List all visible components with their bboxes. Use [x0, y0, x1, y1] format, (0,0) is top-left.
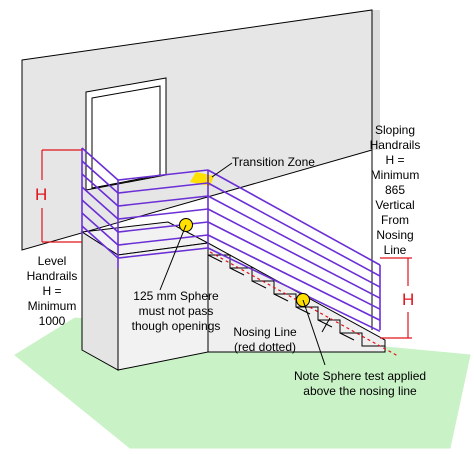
sloping-handrails-label: Sloping Handrails H = Minimum 865 Vertic…: [370, 123, 421, 257]
sphere-label: 125 mm Sphere must not pass though openi…: [132, 289, 221, 333]
back-wall-left: [21, 9, 373, 251]
svg-text:Vertical: Vertical: [375, 198, 414, 212]
svg-text:1000: 1000: [39, 314, 66, 328]
svg-text:Sloping: Sloping: [375, 123, 415, 137]
svg-text:H =: H =: [385, 153, 404, 167]
h-label-left: H: [35, 185, 47, 204]
svg-text:H =: H =: [42, 284, 61, 298]
svg-text:Handrails: Handrails: [370, 138, 421, 152]
svg-text:Level: Level: [38, 254, 67, 268]
svg-text:865: 865: [385, 183, 405, 197]
svg-text:From: From: [381, 213, 409, 227]
sloping-handrail-bar: [207, 221, 381, 310]
dimension-h-left: [41, 149, 82, 243]
nosing-line-label: Nosing Line (red dotted): [233, 325, 297, 354]
svg-text:Minimum: Minimum: [371, 168, 420, 182]
h-label-right: H: [402, 290, 414, 309]
svg-text:must not pass: must not pass: [139, 304, 214, 318]
svg-text:Minimum: Minimum: [28, 299, 77, 313]
sloping-handrail-bar: [207, 195, 381, 288]
sloping-handrail-bar: [207, 182, 381, 277]
sloping-handrail-bar: [207, 247, 381, 333]
sphere-note-label: Note Sphere test applied above the nosin…: [294, 369, 426, 398]
sloping-handrail-bar: [207, 234, 381, 321]
back-wall-right: [372, 10, 380, 150]
leader-lines: [159, 162, 331, 366]
rail-posts: [81, 148, 381, 330]
svg-text:above the nosing line: above the nosing line: [303, 384, 417, 398]
stair-steps: [207, 254, 385, 347]
svg-text:Handrails: Handrails: [27, 269, 78, 283]
svg-text:Nosing: Nosing: [376, 228, 413, 242]
level-handrails-label: Level Handrails H = Minimum 1000: [27, 254, 78, 328]
transition-zone-label: Transition Zone: [232, 155, 315, 169]
sloping-handrail-bar: [207, 169, 381, 266]
svg-text:Line: Line: [384, 243, 407, 257]
sloping-handrails: [207, 169, 381, 333]
svg-text:125 mm Sphere: 125 mm Sphere: [133, 289, 219, 303]
sloping-handrail-bar: [207, 208, 381, 299]
svg-text:Nosing Line: Nosing Line: [233, 325, 297, 339]
svg-text:Note Sphere test applied: Note Sphere test applied: [294, 369, 426, 383]
dimension-h-right: [380, 257, 412, 339]
svg-text:(red dotted): (red dotted): [234, 340, 296, 354]
door: [85, 77, 167, 191]
svg-text:though openings: though openings: [132, 319, 221, 333]
